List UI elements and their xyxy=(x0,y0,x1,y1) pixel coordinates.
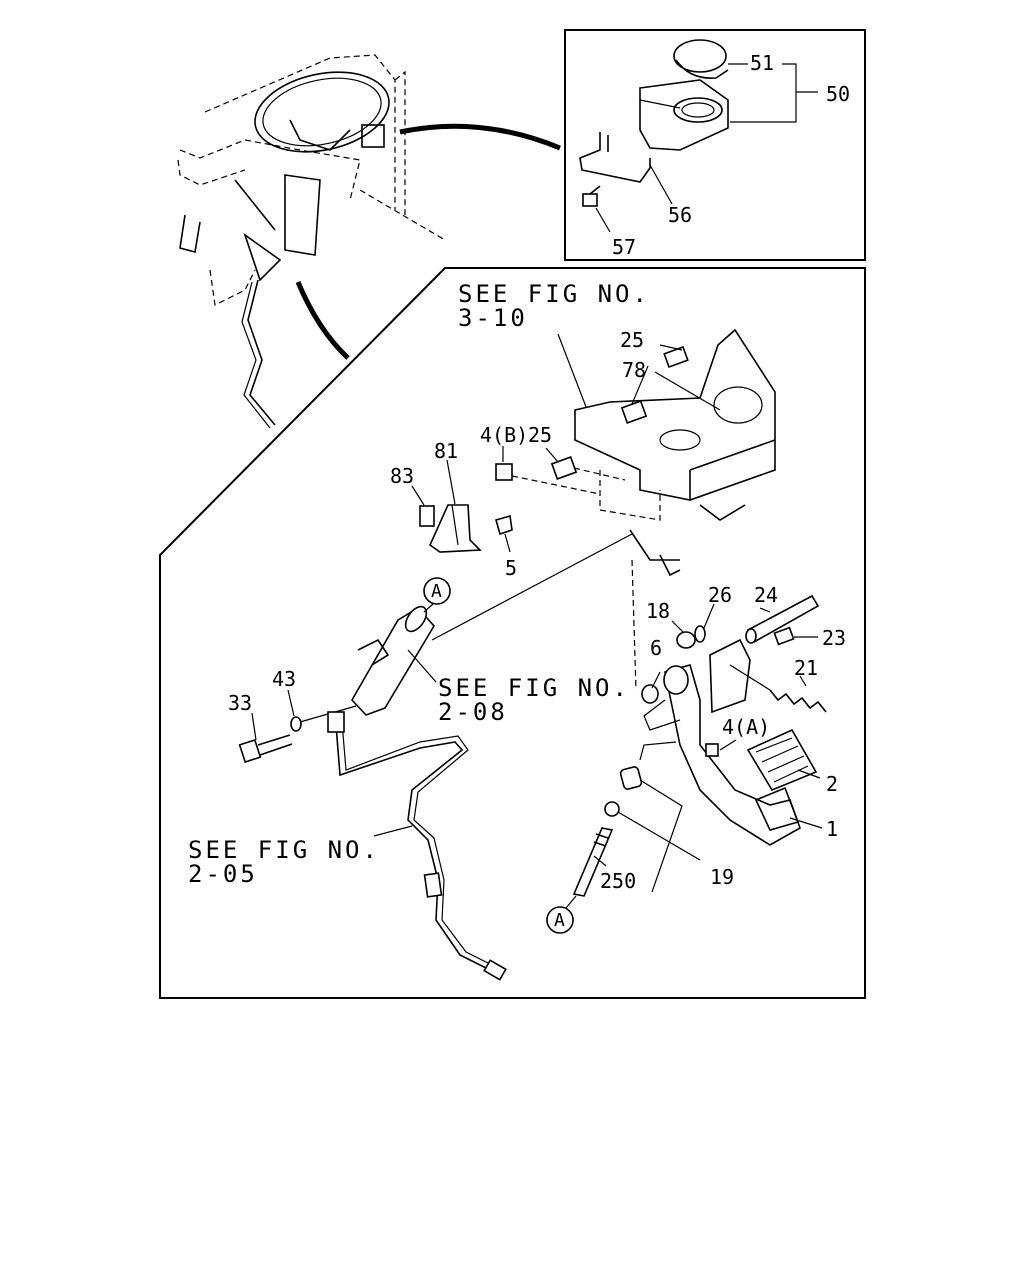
label-250: 250 xyxy=(600,869,636,893)
nut-78 xyxy=(620,400,648,424)
pivot-shaft-24 xyxy=(745,594,820,644)
pedal-detail-frame xyxy=(159,267,866,999)
reservoir-cap-part xyxy=(673,39,729,79)
reservoir-bolt-part xyxy=(582,185,601,207)
ref-fig-3-10-line2: 3-10 xyxy=(458,304,528,332)
return-spring-21 xyxy=(769,689,827,713)
marker-a-bottom xyxy=(546,906,574,934)
hydraulic-pipe-part xyxy=(327,711,507,981)
clutch-pedal-arm-part xyxy=(663,664,801,846)
label-26: 26 xyxy=(708,583,732,607)
ref-fig-2-08-line1: SEE FIG NO. xyxy=(438,674,630,702)
ref-fig-2-05-line1: SEE FIG NO. xyxy=(188,836,380,864)
label-1: 1 xyxy=(826,817,838,841)
marker-a-bottom-text: A xyxy=(554,910,565,931)
ref-fig-3-10-line1: SEE FIG NO. xyxy=(458,280,650,308)
bushing-4b xyxy=(495,463,513,481)
label-78: 78 xyxy=(622,358,646,382)
master-cylinder-part xyxy=(351,605,435,716)
label-51: 51 xyxy=(750,51,774,75)
ref-fig-2-08-line2: 2-08 xyxy=(438,698,508,726)
cab-overview-sketch xyxy=(177,54,446,429)
label-43: 43 xyxy=(272,667,296,691)
pedal-pad-part xyxy=(746,728,818,792)
bolt-33 xyxy=(238,734,293,764)
label-21: 21 xyxy=(794,656,818,680)
switch-bracket-81 xyxy=(428,504,482,553)
label-56: 56 xyxy=(668,203,692,227)
label-19: 19 xyxy=(710,865,734,889)
label-50: 50 xyxy=(826,82,850,106)
label-57: 57 xyxy=(612,235,636,259)
pushrod-clevis-19 xyxy=(604,766,643,817)
label-5: 5 xyxy=(505,556,517,580)
pointer-to-pedal-detail xyxy=(295,281,350,360)
reservoir-inset-frame xyxy=(564,29,866,261)
label-4b: 4(B) xyxy=(480,423,528,447)
label-83: 83 xyxy=(390,464,414,488)
bushing-4a xyxy=(705,743,719,757)
reservoir-bracket-part xyxy=(579,132,651,183)
clevis-bracket xyxy=(709,638,751,714)
label-4a: 4(A) xyxy=(722,715,770,739)
washer-26 xyxy=(694,625,706,643)
label-2: 2 xyxy=(826,772,838,796)
bolt-23 xyxy=(773,626,795,646)
label-33: 33 xyxy=(228,691,252,715)
pointer-to-reservoir xyxy=(399,123,561,151)
pushrod-250 xyxy=(572,827,614,897)
ref-fig-2-05-line2: 2-05 xyxy=(188,860,258,888)
label-25-upper: 25 xyxy=(620,328,644,352)
bolt-25-upper xyxy=(663,345,689,369)
label-18: 18 xyxy=(646,599,670,623)
clip-5 xyxy=(495,514,513,536)
label-25-lower: 25 xyxy=(528,423,552,447)
label-24: 24 xyxy=(754,583,778,607)
label-23: 23 xyxy=(822,626,846,650)
pedal-bracket-part xyxy=(574,328,776,577)
switch-83 xyxy=(419,505,435,527)
bolt-25-lower xyxy=(550,456,578,480)
bushing-6 xyxy=(641,684,659,704)
reservoir-tank-part xyxy=(639,79,729,151)
washer-43 xyxy=(290,716,302,732)
marker-a-top-text: A xyxy=(431,581,442,602)
nut-18 xyxy=(676,631,696,649)
label-81: 81 xyxy=(434,439,458,463)
marker-a-top xyxy=(423,577,451,605)
label-6: 6 xyxy=(650,636,662,660)
